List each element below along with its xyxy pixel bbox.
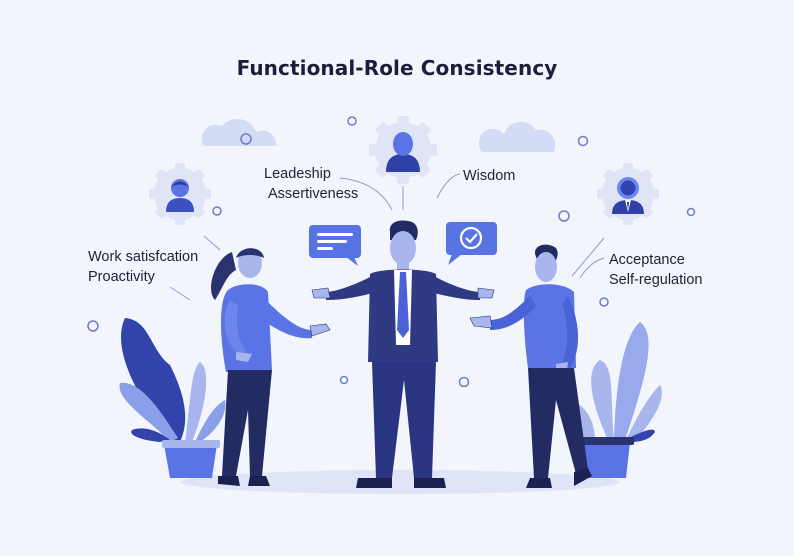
page-title: Functional-Role Consistency [236, 56, 558, 80]
gear-person-icon-left [149, 163, 211, 225]
connector-lines [169, 173, 605, 301]
message-lines-icon [309, 225, 361, 266]
gear-businessman-icon-right [597, 163, 659, 225]
label-left: Work satisfcation Proactivity [88, 247, 198, 287]
person-woman [211, 248, 331, 486]
person-man-right [469, 244, 592, 488]
label-top-left: Leadeship Assertiveness [264, 164, 358, 204]
label-right: Acceptance Self-regulation [609, 250, 703, 290]
person-businessman [311, 220, 495, 488]
label-proactivity: Proactivity [88, 269, 155, 285]
label-wisdom: Wisdom [463, 168, 516, 184]
cloud-icon [201, 118, 277, 146]
label-self-regulation: Self-regulation [609, 272, 703, 288]
label-leadership: Leadeship [264, 166, 331, 182]
ground-shadow [180, 470, 620, 494]
plant-right [577, 322, 662, 478]
plant-left [119, 318, 226, 478]
label-acceptance: Acceptance [609, 252, 685, 268]
cloud-icon [478, 121, 556, 152]
label-top-right: Wisdom [463, 166, 515, 186]
label-work-satisfaction: Work satisfcation [88, 249, 199, 265]
decorative-circles [87, 116, 696, 388]
label-assertiveness: Assertiveness [268, 186, 359, 202]
gear-person-icon-center [369, 116, 437, 184]
checkmark-message-icon [446, 222, 497, 265]
